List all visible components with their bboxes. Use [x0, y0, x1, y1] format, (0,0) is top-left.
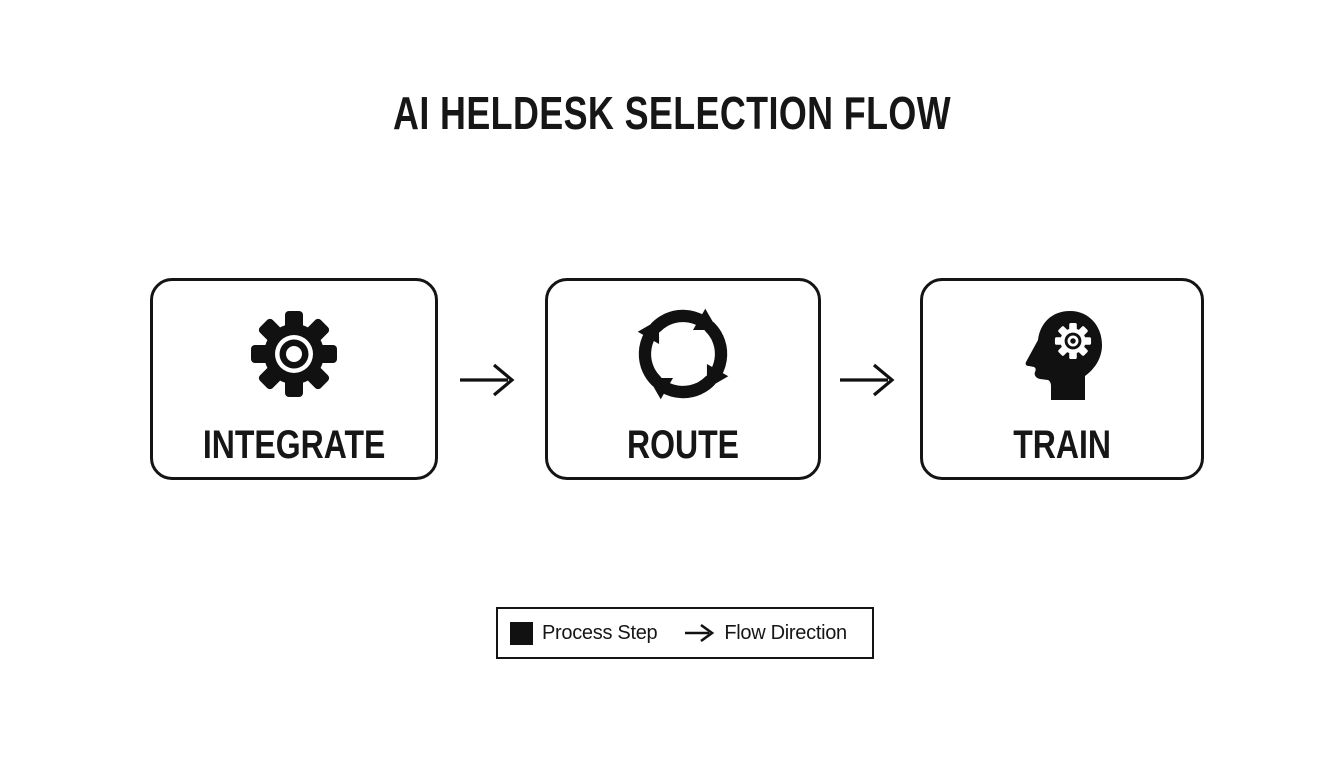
flow-connector-arrow-icon	[460, 363, 515, 397]
step-label-train: TRAIN	[1013, 423, 1111, 467]
flow-direction-arrow-icon	[685, 623, 715, 643]
process-step-train: TRAIN	[920, 278, 1204, 480]
legend-label-process-step: Process Step	[542, 621, 658, 644]
process-step-integrate: INTEGRATE	[150, 278, 438, 480]
page-title: AI HELDESK SELECTION FLOW	[393, 87, 951, 139]
process-step-route: ROUTE	[545, 278, 821, 480]
step-label-integrate: INTEGRATE	[202, 423, 386, 467]
cycle-arrows-icon	[627, 301, 739, 407]
process-step-swatch-icon	[510, 621, 533, 645]
gear-icon	[244, 301, 344, 407]
legend: Process Step Flow Direction	[496, 607, 874, 659]
flow-connector-arrow-icon	[840, 363, 895, 397]
head-with-gear-icon	[1012, 301, 1112, 407]
step-label-route: ROUTE	[627, 423, 739, 467]
legend-label-flow-direction: Flow Direction	[724, 621, 847, 644]
